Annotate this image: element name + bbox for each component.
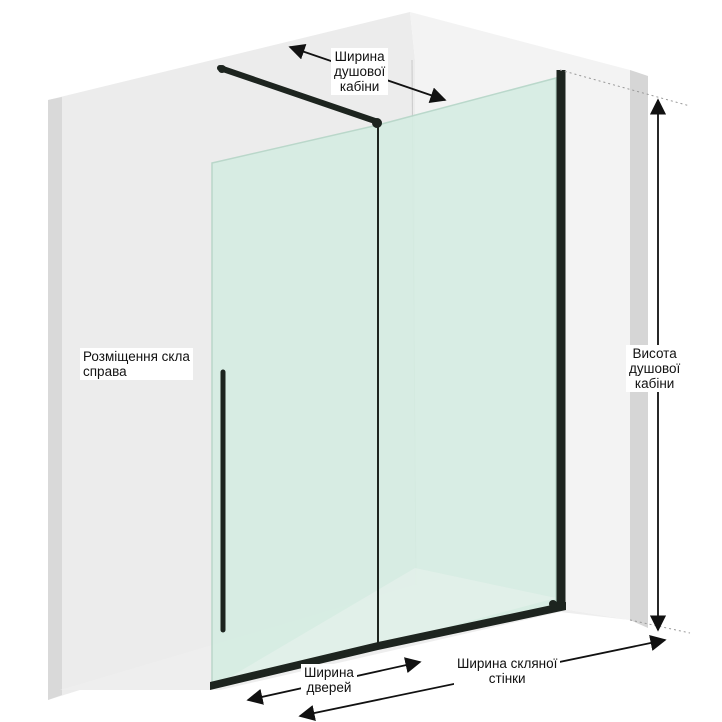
door-width-label-line2: дверей <box>306 680 352 695</box>
height-label: Висота душової кабіни <box>626 345 684 392</box>
left-wall-front-face <box>48 97 62 700</box>
panel-width-label-line1: Ширина скляної <box>457 656 558 671</box>
stabilizer-wall-mount <box>218 65 226 73</box>
door-glass-panel <box>211 124 379 689</box>
shower-width-label-line1: Ширина <box>334 49 385 64</box>
shower-width-label: Ширина душової кабіни <box>331 48 389 95</box>
shower-width-label-line2: душової <box>334 64 386 79</box>
panel-width-label-line2: стінки <box>488 671 526 686</box>
glass-right-label-line1: Розміщення скла <box>83 349 190 364</box>
glass-right-label-line2: справа <box>83 364 127 379</box>
door-width-label: Ширина дверей <box>301 664 357 696</box>
shower-width-label-line3: кабіни <box>339 79 380 94</box>
stabilizer-glass-clamp <box>372 118 382 128</box>
door-width-label-line1: Ширина <box>304 665 354 680</box>
panel-width-label: Ширина скляної стінки <box>454 655 561 687</box>
glass-right-label: Розміщення скла справа <box>80 348 193 380</box>
height-label-line2: душової <box>629 361 681 376</box>
height-label-line3: кабіни <box>634 376 675 391</box>
bottom-profile-end-cap <box>549 600 557 608</box>
height-label-line1: Висота <box>632 346 677 361</box>
fixed-glass-panel <box>377 77 557 649</box>
